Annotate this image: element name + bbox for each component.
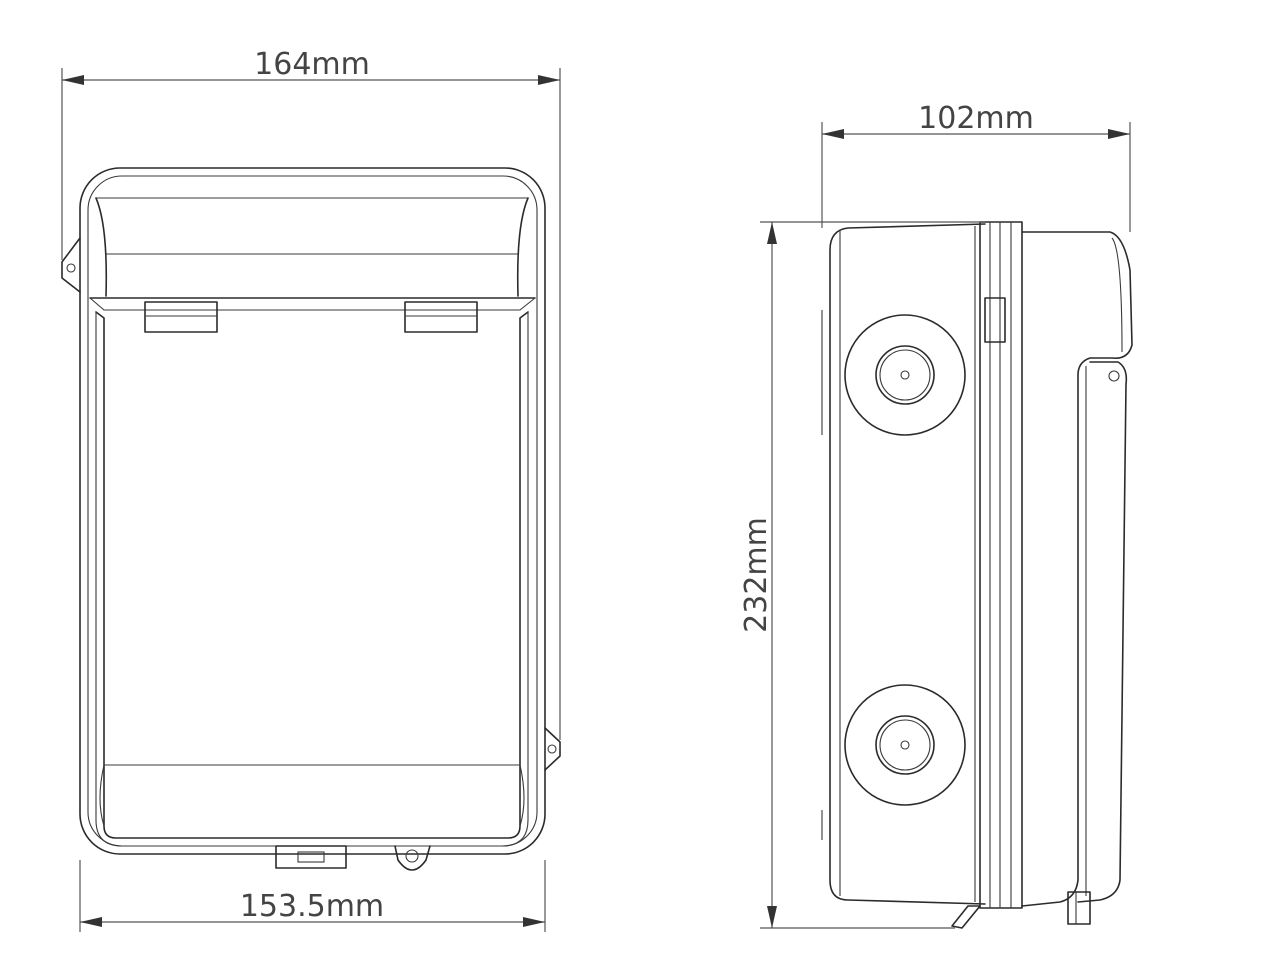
upper-knockout-ring <box>875 345 935 405</box>
side-lid-profile <box>1021 231 1133 907</box>
upper-knockout-outer <box>844 314 966 436</box>
bottom-mounting-ear <box>394 845 431 871</box>
door-left-rim <box>95 312 123 847</box>
right-hinge <box>404 301 478 333</box>
dimension-label-height: 232mm <box>739 517 774 633</box>
lower-knockout-center <box>900 740 910 750</box>
right-mounting-ear <box>544 727 561 771</box>
door-lower-right-curve <box>519 764 525 827</box>
dimension-front-bottom-width: 153.5mm <box>79 860 546 932</box>
side-body-outline <box>829 223 986 905</box>
lid-lower-lip <box>89 297 536 311</box>
lower-knockout-inner <box>879 719 931 771</box>
lid-right-curve <box>516 197 529 297</box>
bottom-ear-hole <box>405 849 419 863</box>
dimension-height: 232mm <box>739 221 985 929</box>
upper-knockout-inner <box>879 349 931 401</box>
front-outer-shell <box>79 167 546 855</box>
left-mounting-ear <box>61 237 81 293</box>
door-right-rim <box>501 312 529 847</box>
side-bottom-latch <box>1067 891 1091 925</box>
side-door-profile <box>1077 361 1128 903</box>
lower-knockout-outer <box>844 684 966 806</box>
bottom-latch <box>275 845 347 869</box>
dimension-front-width: 164mm <box>61 47 561 740</box>
dimension-label-side-depth: 102mm <box>918 101 1034 136</box>
bottom-latch-slot <box>297 851 325 863</box>
front-inner-shell <box>87 175 538 847</box>
dimension-side-depth: 102mm <box>821 101 1131 232</box>
side-clip <box>984 297 1006 343</box>
door-lower-left-curve <box>99 764 105 827</box>
upper-knockout <box>844 314 966 436</box>
upper-knockout-center <box>900 370 910 380</box>
side-view <box>821 221 1133 929</box>
front-view <box>61 167 561 871</box>
right-ear-hole <box>547 744 557 754</box>
left-ear-hole <box>66 263 76 273</box>
left-hinge <box>144 301 218 333</box>
lid-left-curve <box>95 197 108 297</box>
side-door-pivot <box>1108 370 1120 382</box>
lower-knockout-ring <box>875 715 935 775</box>
side-bottom-foot <box>951 905 981 929</box>
door-panel <box>95 311 529 839</box>
side-flange <box>979 221 1023 909</box>
dimension-label-front-bottom-width: 153.5mm <box>240 889 384 924</box>
lower-knockout <box>844 684 966 806</box>
dimension-label-front-width: 164mm <box>254 47 370 82</box>
side-lid-edge <box>1111 237 1123 353</box>
